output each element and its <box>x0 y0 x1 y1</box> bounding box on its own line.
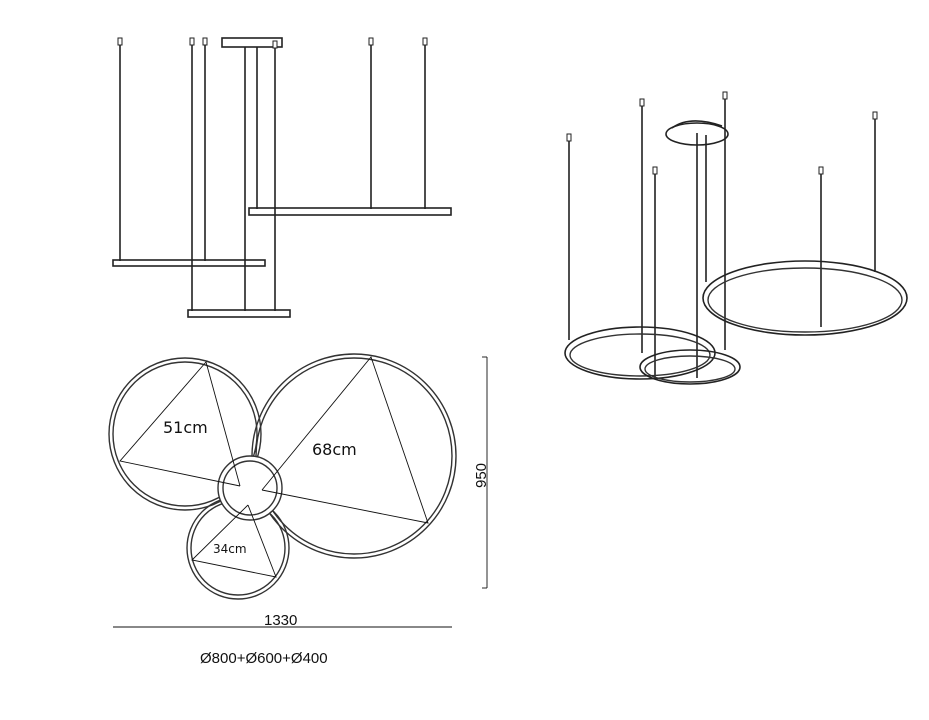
suspension-wires-perspective <box>568 95 876 378</box>
suspension-wires <box>119 42 426 311</box>
diameters-label: Ø800+Ø600+Ø400 <box>200 650 328 667</box>
ring-medium-perspective <box>564 326 716 380</box>
canopy <box>221 37 283 48</box>
width-dimension: 1330 <box>264 612 297 629</box>
wire-caps-perspective <box>566 91 878 175</box>
measure-triangle-large <box>261 356 429 524</box>
ring-bar-large <box>248 207 452 216</box>
measure-triangle-medium <box>119 361 241 487</box>
ring-bar-small <box>187 309 291 318</box>
label-34cm: 34cm <box>213 542 247 556</box>
side-view <box>112 37 452 318</box>
height-dimension: 950 <box>473 463 490 488</box>
wire-caps <box>117 37 428 49</box>
ring-bar-medium <box>112 259 266 267</box>
perspective-view <box>564 91 908 385</box>
ring-small-perspective <box>639 349 741 385</box>
plan-view: 51cm 68cm 34cm 950 1330 Ø800+Ø600+Ø400 <box>108 353 490 667</box>
label-51cm: 51cm <box>163 418 208 437</box>
ring-large-perspective <box>702 260 908 336</box>
label-68cm: 68cm <box>312 440 357 459</box>
measure-triangle-small <box>191 504 277 578</box>
